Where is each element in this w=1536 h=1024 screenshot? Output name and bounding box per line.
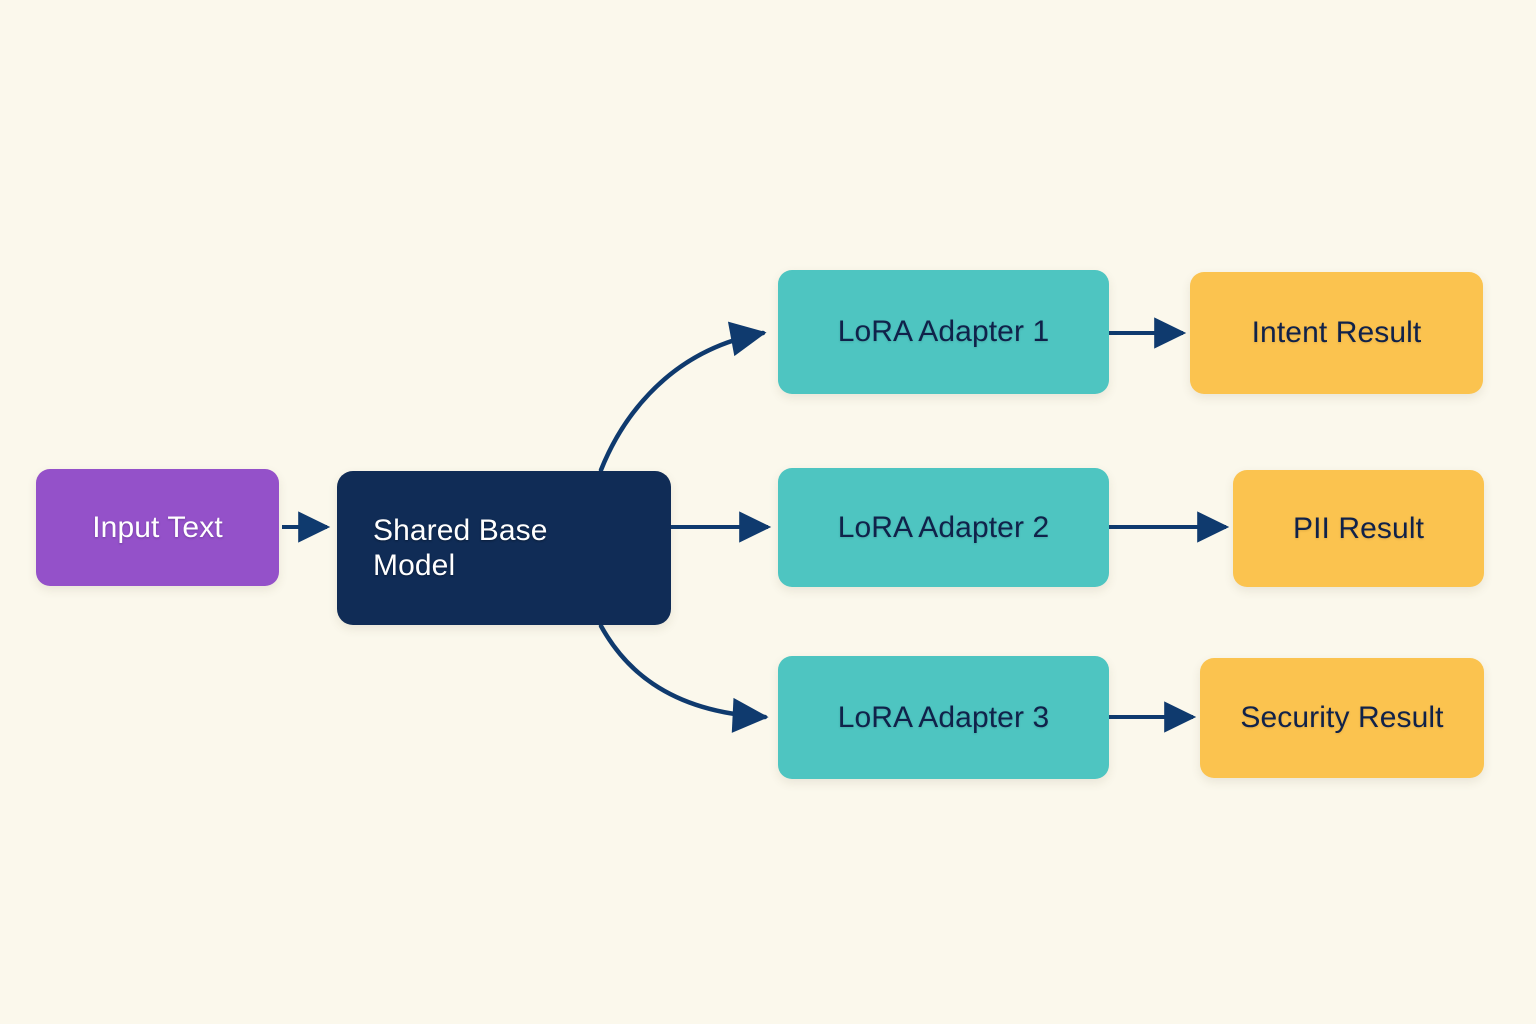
node-shared-base-model[interactable]: Shared Base Model: [337, 471, 671, 625]
node-pii-result-label: PII Result: [1292, 511, 1425, 545]
node-lora-adapter-2[interactable]: LoRA Adapter 2: [778, 468, 1109, 587]
node-intent-result-label: Intent Result: [1251, 316, 1422, 350]
node-security-result[interactable]: Security Result: [1200, 658, 1484, 778]
node-lora-adapter-2-label: LoRA Adapter 2: [837, 510, 1050, 544]
node-pii-result[interactable]: PII Result: [1233, 470, 1484, 587]
node-security-result-label: Security Result: [1240, 701, 1444, 735]
node-input-text[interactable]: Input Text: [36, 469, 279, 586]
node-input-text-label: Input Text: [92, 510, 223, 544]
node-intent-result[interactable]: Intent Result: [1190, 272, 1483, 394]
node-lora-adapter-1-label: LoRA Adapter 1: [837, 315, 1050, 349]
edge-base-to-adapter-1: [598, 321, 767, 473]
node-lora-adapter-3[interactable]: LoRA Adapter 3: [778, 656, 1109, 779]
node-lora-adapter-1[interactable]: LoRA Adapter 1: [778, 270, 1109, 394]
node-shared-base-model-label: Shared Base Model: [373, 513, 548, 582]
node-lora-adapter-3-label: LoRA Adapter 3: [837, 700, 1050, 734]
edge-base-to-adapter-3: [598, 623, 769, 733]
